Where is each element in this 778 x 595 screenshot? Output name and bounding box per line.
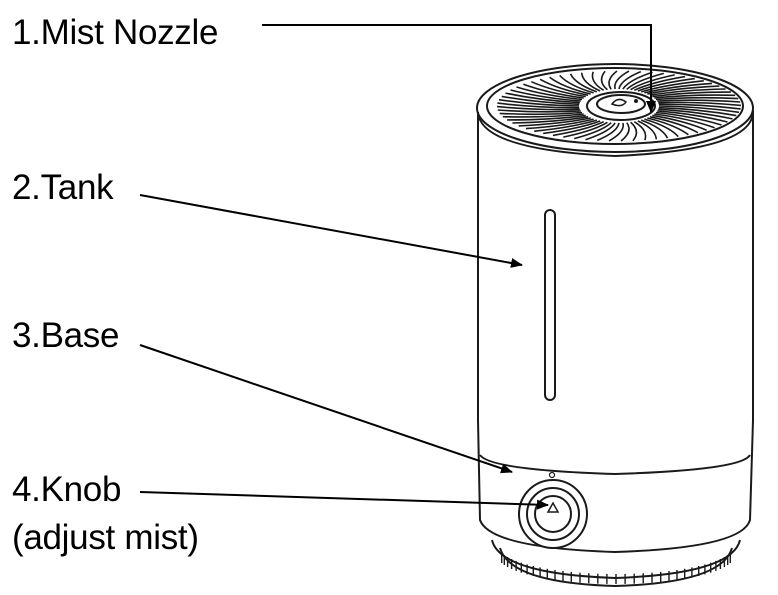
leader-base [139, 344, 513, 474]
grille-slat [563, 121, 608, 138]
grille-slat [499, 111, 583, 116]
grille-slat [523, 83, 584, 99]
grille-slat [654, 94, 736, 99]
grille-slat [657, 99, 741, 103]
grille-slat [534, 119, 598, 132]
grille-slat [622, 71, 653, 90]
grille-slat [658, 106, 737, 117]
grille-slat [569, 73, 598, 93]
grille-slat [633, 121, 647, 141]
grille-slat [505, 92, 580, 104]
humidifier-body [476, 63, 754, 588]
base-seam [479, 454, 751, 476]
grille-slat [652, 114, 708, 132]
grille-slat [630, 121, 638, 142]
grille-slat [530, 80, 586, 98]
grille-slat [600, 70, 608, 91]
grille-slat [608, 122, 625, 142]
base-body [477, 419, 754, 554]
grille-slat [608, 70, 618, 90]
leader-knob [139, 491, 549, 510]
grille-slat [640, 80, 704, 93]
grille-slat [496, 105, 580, 111]
grille-slat [525, 118, 594, 130]
grille-slat [647, 85, 720, 95]
knob-icon [518, 471, 588, 549]
grille-slat [613, 70, 630, 90]
label-mist-nozzle: 1.Mist Nozzle [12, 13, 219, 52]
grille-slat [596, 122, 620, 142]
grille-slat [501, 95, 580, 106]
label-knob: 4.Knob [12, 470, 122, 509]
grille-slat [507, 114, 586, 121]
leader-mist-nozzle [262, 24, 656, 113]
water-level-window [544, 209, 556, 401]
grille-slat [539, 78, 589, 96]
grille-slat [633, 75, 686, 92]
grille-slat [655, 96, 739, 101]
grille-slat [497, 109, 581, 113]
grille-slat [637, 77, 695, 92]
grille-slat [518, 117, 591, 127]
grille-slat [512, 116, 589, 124]
grille-slat [655, 111, 722, 126]
grille-slat [658, 101, 742, 107]
grille-slat [644, 118, 679, 138]
grille-slat [591, 71, 605, 91]
leader-tank [139, 194, 523, 268]
grille-slat [657, 110, 728, 123]
grille-slat [649, 116, 699, 134]
grille-slat [640, 119, 669, 139]
label-tank: 2.Tank [12, 168, 114, 207]
grille-slat [658, 103, 741, 110]
grille-slat [652, 91, 731, 98]
mist-grille [496, 70, 742, 142]
grille-slat [658, 108, 733, 120]
grille-slat [580, 72, 601, 92]
grille-slat [637, 120, 658, 140]
foot-ribs [501, 553, 731, 584]
grille-slat [649, 88, 726, 96]
grille-slat [626, 72, 665, 90]
grille-slat [658, 105, 740, 114]
label-knob-note: (adjust mist) [12, 518, 199, 557]
mist-nozzle-icon [586, 91, 656, 121]
grille-slat [618, 70, 642, 90]
grille-slat [644, 82, 713, 94]
grille-slat [502, 113, 584, 118]
grille-slat [573, 122, 612, 140]
grille-slat [543, 120, 601, 135]
label-base: 3.Base [12, 316, 120, 355]
grille-slat [559, 74, 594, 94]
leader-lines [139, 24, 656, 510]
grille-slat [510, 89, 581, 102]
tank-body [477, 110, 754, 438]
grille-slat [647, 117, 689, 136]
grille-slat [498, 98, 580, 107]
grille-slat [552, 120, 605, 137]
grille-slat [585, 122, 616, 141]
grille-slat [630, 74, 675, 91]
grille-slat [497, 102, 580, 109]
grille-slat [620, 122, 630, 142]
grille-slat [549, 76, 591, 95]
grille-slat [516, 86, 583, 101]
grille-slat [654, 113, 715, 129]
